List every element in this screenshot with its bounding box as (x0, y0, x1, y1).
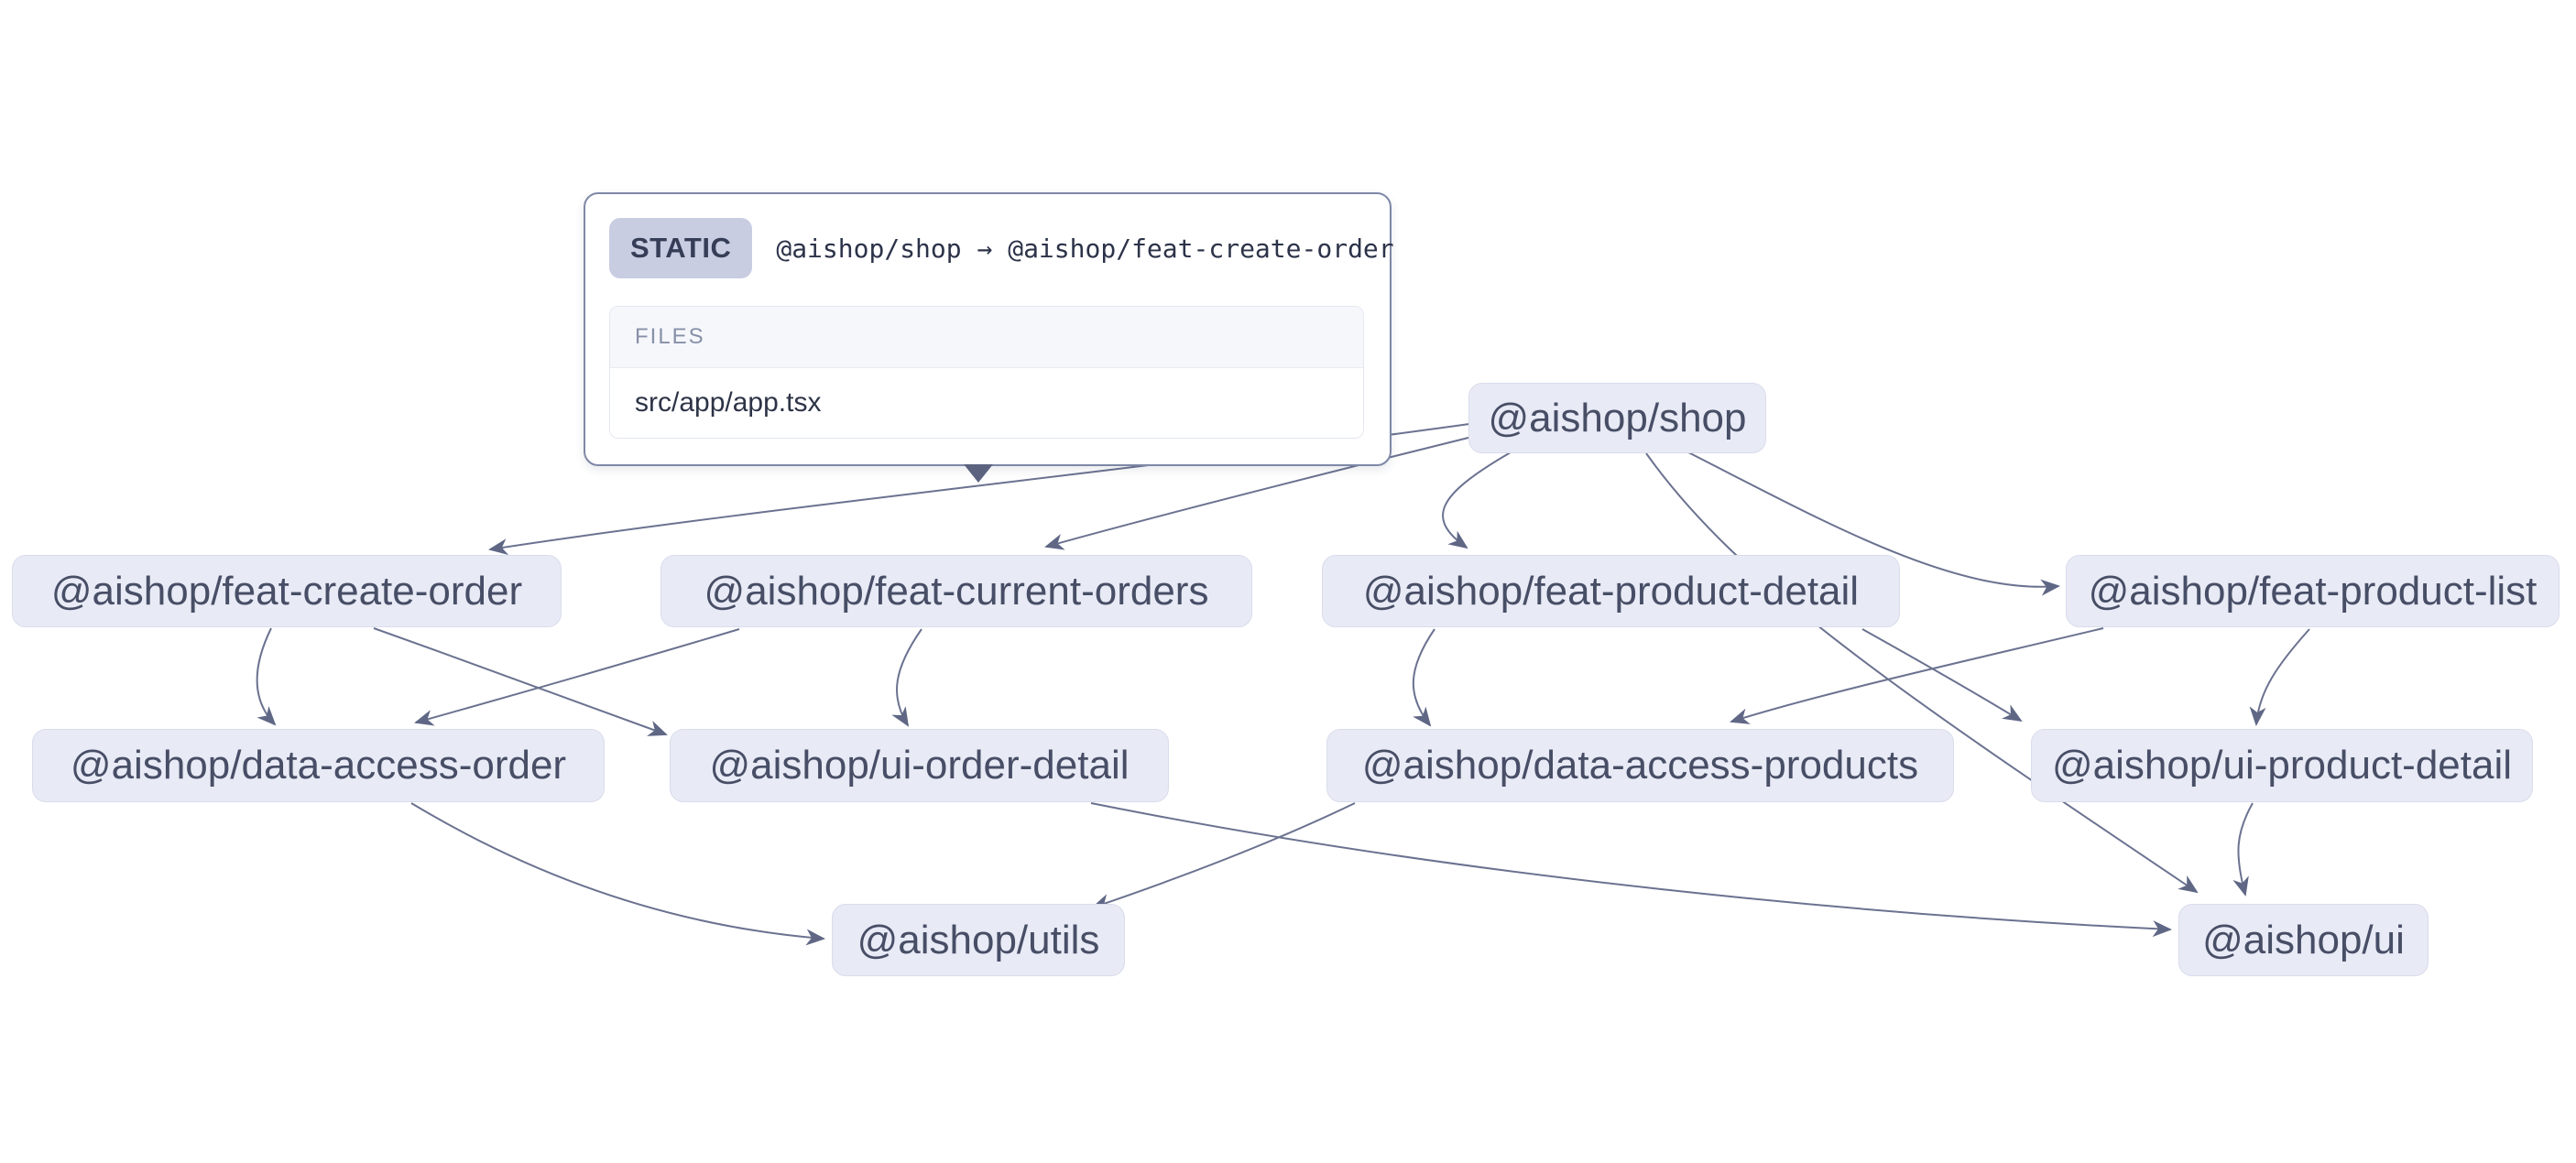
graph-node-utils[interactable]: @aishop/utils (832, 904, 1125, 976)
edge-feat-product-list-to-data-access-products[interactable] (1730, 627, 2104, 724)
edge-shop-to-feat-product-list[interactable] (1687, 451, 2060, 596)
edge-feat-product-detail-to-data-access-products[interactable] (1412, 628, 1435, 727)
edge-feat-product-list-to-ui-product-detail[interactable] (2249, 628, 2310, 726)
edge-data-access-products-to-utils[interactable] (1091, 802, 1356, 910)
graph-node-data-access-products[interactable]: @aishop/data-access-products (1326, 729, 1954, 802)
edge-shop-to-feat-current-orders[interactable] (1044, 436, 1473, 550)
tooltip-pointer-icon (964, 464, 993, 483)
files-panel: FILES src/app/app.tsx (609, 306, 1364, 439)
edge-feat-current-orders-to-ui-order-detail[interactable] (891, 628, 922, 727)
edge-feat-product-detail-to-ui-product-detail[interactable] (1861, 628, 2023, 723)
edge-feat-create-order-to-data-access-order[interactable] (256, 627, 277, 726)
edge-relation-text: @aishop/shop → @aishop/feat-create-order (776, 233, 1394, 264)
graph-node-shop[interactable]: @aishop/shop (1468, 383, 1766, 453)
graph-node-feat-product-detail[interactable]: @aishop/feat-product-detail (1322, 555, 1900, 627)
edge-ui-order-detail-to-ui[interactable] (1090, 802, 2172, 938)
graph-node-feat-create-order[interactable]: @aishop/feat-create-order (12, 555, 562, 627)
graph-node-data-access-order[interactable]: @aishop/data-access-order (32, 729, 605, 802)
tooltip-header: STATIC @aishop/shop → @aishop/feat-creat… (609, 218, 1394, 278)
edge-shop-to-ui[interactable] (1645, 452, 2199, 894)
edge-data-access-order-to-utils[interactable] (410, 802, 825, 946)
graph-node-ui-order-detail[interactable]: @aishop/ui-order-detail (670, 729, 1169, 802)
edge-feat-create-order-to-ui-order-detail[interactable] (373, 627, 668, 736)
file-row: src/app/app.tsx (610, 368, 1363, 438)
graph-node-feat-current-orders[interactable]: @aishop/feat-current-orders (660, 555, 1252, 627)
files-header-label: FILES (610, 307, 1363, 368)
edge-shop-to-feat-product-detail[interactable] (1442, 451, 1512, 549)
edge-feat-current-orders-to-data-access-order[interactable] (414, 628, 740, 726)
edge-type-badge: STATIC (609, 218, 753, 278)
graph-node-feat-product-list[interactable]: @aishop/feat-product-list (2066, 555, 2560, 627)
graph-node-ui-product-detail[interactable]: @aishop/ui-product-detail (2031, 729, 2533, 802)
graph-node-ui[interactable]: @aishop/ui (2178, 904, 2429, 976)
edge-tooltip: STATIC @aishop/shop → @aishop/feat-creat… (584, 192, 1394, 483)
edge-ui-product-detail-to-ui[interactable] (2232, 802, 2254, 897)
